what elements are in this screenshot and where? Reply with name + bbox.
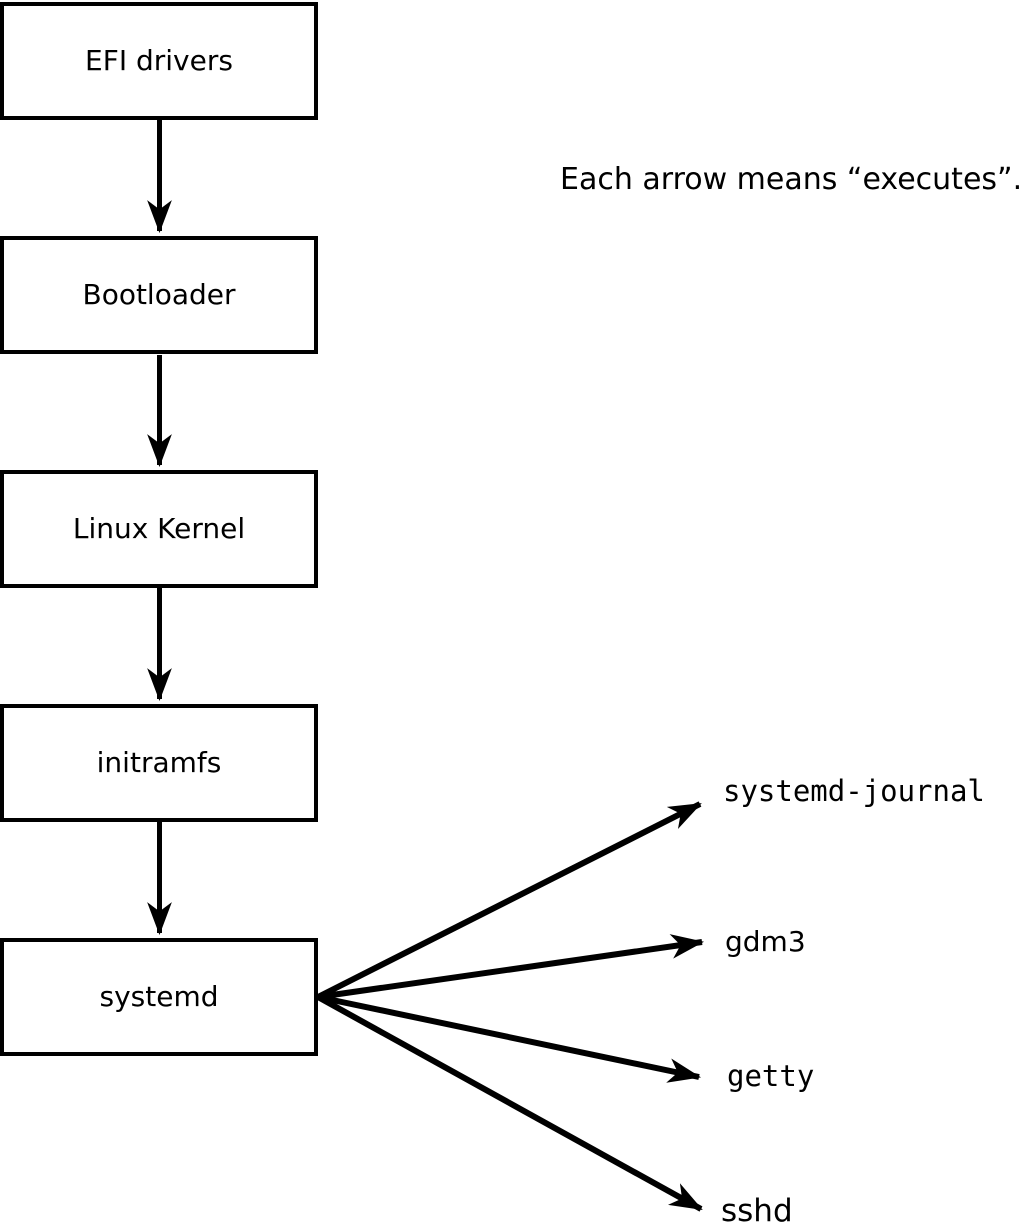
node-initramfs: initramfs [0,704,318,822]
arrow-systemd-to-gdm3 [317,934,705,1000]
node-label: initramfs [96,746,222,779]
arrow-systemd-to-getty [317,994,702,1083]
node-linux-kernel: Linux Kernel [0,470,318,588]
node-label: Linux Kernel [72,512,246,545]
node-systemd: systemd [0,938,318,1056]
node-label: EFI drivers [85,44,233,77]
node-efi-drivers: EFI drivers [0,2,318,120]
node-bootloader: Bootloader [0,236,318,354]
target-sshd: sshd [721,1193,793,1229]
legend-note: Each arrow means “executes”. [560,162,1023,197]
node-label: systemd [99,980,219,1013]
arrow-systemd-to-sshd [316,994,703,1212]
target-gdm3: gdm3 [725,924,806,958]
target-systemd-journal: systemd-journal [723,774,985,808]
target-getty: getty [727,1059,815,1093]
arrow-systemd-to-journal [316,801,702,1000]
node-label: Bootloader [82,278,236,311]
